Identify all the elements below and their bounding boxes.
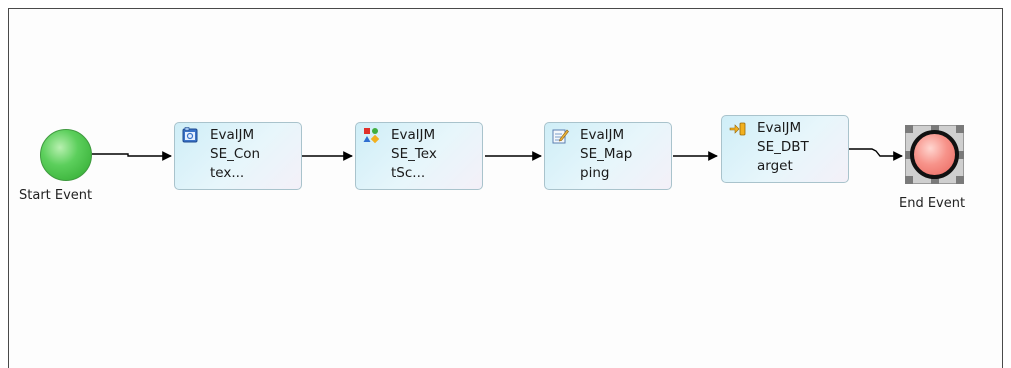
resize-handle[interactable] [956,176,964,184]
process-canvas [8,8,1003,368]
task-evaljmse-mapping[interactable]: EvalJM SE_Map ping [544,122,672,190]
resize-handle[interactable] [930,176,939,184]
resize-handle[interactable] [905,176,913,184]
start-event-label: Start Event [19,188,93,203]
mapping-icon [552,129,569,144]
task-label: EvalJM SE_Tex tSc... [391,127,437,181]
resize-handle[interactable] [956,125,964,133]
end-event-label: End Event [899,196,966,211]
task-evaljmse-textscript[interactable]: EvalJM SE_Tex tSc... [355,122,483,190]
resize-handle[interactable] [956,150,964,159]
context-icon [182,127,198,143]
end-event-circle [910,130,959,179]
db-target-icon [729,122,746,136]
resize-handle[interactable] [905,125,913,133]
start-event[interactable] [40,129,92,181]
end-event[interactable] [905,125,964,184]
flow-task4-to-end[interactable] [849,148,903,161]
resize-handle[interactable] [930,125,939,133]
task-label: EvalJM SE_Map ping [580,127,633,181]
task-label: EvalJM SE_DBT arget [757,120,809,174]
text-script-icon [363,128,380,144]
flow-start-to-task1[interactable] [92,151,172,161]
resize-handle[interactable] [905,150,913,159]
task-evaljmse-context[interactable]: EvalJM SE_Con tex... [174,122,302,190]
task-label: EvalJM SE_Con tex... [210,127,261,181]
task-evaljmse-dbtarget[interactable]: EvalJM SE_DBT arget [721,115,849,183]
